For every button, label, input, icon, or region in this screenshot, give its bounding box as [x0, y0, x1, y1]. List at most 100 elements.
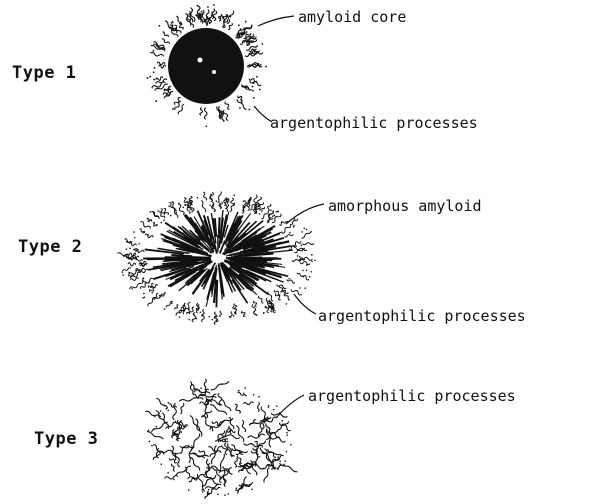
type-2-stipple-dot	[149, 211, 151, 213]
type-2-stipple-dot	[209, 316, 211, 318]
type-2-stipple-dot	[191, 200, 193, 202]
type-3-process-fibre	[205, 491, 209, 499]
type-3-process-fibre	[231, 445, 241, 453]
type-2-stipple-dot	[225, 198, 227, 200]
type-1-stipple-dot	[149, 76, 151, 78]
type-2-stipple-dot	[168, 205, 170, 207]
type-2-stipple-dot	[178, 202, 180, 204]
type-3-stipple-dot	[153, 428, 155, 430]
type-3-stipple-dot	[156, 426, 158, 428]
type-3-stipple-dot	[188, 489, 190, 491]
type-2-stipple-dot	[197, 309, 199, 311]
type-2-stipple-dot	[129, 248, 131, 250]
type-1-stipple-dot	[222, 16, 224, 18]
type-2-process-fibre	[142, 278, 154, 284]
type-2-process-fibre	[279, 221, 285, 225]
type-2-stipple-dot	[294, 218, 296, 220]
type-3-process-fibre	[169, 404, 176, 408]
type-3-process-fibre	[165, 476, 179, 480]
type-2-stipple-dot	[235, 312, 237, 314]
type-3-process-fibre	[235, 404, 240, 413]
type-3-stipple-dot	[236, 487, 238, 489]
type-3-process-fibre	[190, 457, 199, 470]
type-3-process-fibre	[157, 449, 160, 459]
type-3-stipple-dot	[243, 393, 245, 395]
type-3-process-fibre	[243, 402, 253, 405]
type-3-stipple-dot	[279, 460, 281, 462]
type-1-stipple-dot	[240, 28, 242, 30]
type-3-stipple-dot	[167, 410, 169, 412]
type-2-stipple-dot	[142, 278, 144, 280]
type-2-stipple-dot	[286, 303, 288, 305]
type-2-stipple-dot	[157, 210, 159, 212]
type-3-stipple-dot	[276, 405, 278, 407]
type-2-stipple-dot	[293, 226, 295, 228]
type-2-stipple-dot	[193, 314, 195, 316]
type-1-stipple-dot	[265, 66, 267, 68]
type-2-stipple-dot	[259, 209, 261, 211]
type-1-stipple-dot	[245, 21, 247, 23]
type-2-stipple-dot	[302, 249, 304, 251]
type-2-stipple-dot	[176, 212, 178, 214]
type-2-process-fibre	[234, 304, 237, 310]
type-1-stipple-dot	[171, 22, 173, 24]
type-3-process-fibre	[185, 467, 190, 476]
type-3-stipple-dot	[224, 494, 226, 496]
type-2-stipple-dot	[183, 310, 185, 312]
type-1-stipple-dot	[220, 17, 222, 19]
type-1-stipple-dot	[253, 97, 255, 99]
type-3-stipple-dot	[277, 468, 279, 470]
type-3-process-fibre	[166, 422, 176, 428]
type-3-stipple-dot	[273, 409, 275, 411]
type-2-process-fibre	[169, 203, 175, 211]
type-3-stipple-dot	[208, 493, 210, 495]
type-2-process-fibre	[231, 198, 234, 206]
type-3-stipple-dot	[194, 391, 196, 393]
type-3-process-fibre	[190, 382, 193, 394]
type-2-stipple-dot	[303, 227, 305, 229]
type-1-stipple-dot	[154, 67, 156, 69]
type-3-plaque-drawing	[145, 379, 297, 499]
type-1-stipple-dot	[191, 10, 193, 12]
type-2-stipple-dot	[254, 311, 256, 313]
type-3-stipple-dot	[168, 402, 170, 404]
type-3-stipple-dot	[201, 489, 203, 491]
leader-line-type-2-processes	[294, 294, 316, 314]
type-2-stipple-dot	[314, 260, 316, 262]
type-2-stipple-dot	[289, 232, 291, 234]
type-3-stipple-dot	[151, 445, 153, 447]
type-2-process-fibre	[241, 311, 245, 316]
type-2-stipple-dot	[299, 256, 301, 258]
type-3-process-fibre	[270, 437, 285, 442]
type-2-amyloid-stroke	[219, 217, 220, 238]
type-3-process-fibre	[248, 434, 265, 438]
type-3-stipple-dot	[160, 410, 162, 412]
type-3-stipple-dot	[268, 405, 270, 407]
type-2-stipple-dot	[187, 201, 189, 203]
type-3-stipple-dot	[208, 489, 210, 491]
type-3-process-fibre	[221, 435, 239, 439]
type-1-stipple-dot	[259, 89, 261, 91]
type-2-stipple-dot	[135, 270, 137, 272]
type-3-stipple-dot	[253, 394, 255, 396]
type-2-process-fibre	[231, 312, 233, 318]
type-2-process-fibre	[201, 200, 205, 212]
type-2-stipple-dot	[311, 261, 313, 263]
type-1-stipple-dot	[261, 43, 263, 45]
type-2-process-fibre	[272, 214, 281, 223]
type-2-stipple-dot	[138, 251, 140, 253]
type-3-stipple-dot	[238, 390, 240, 392]
type-3-stipple-dot	[173, 479, 175, 481]
type-2-stipple-dot	[126, 241, 128, 243]
type-3-stipple-dot	[244, 387, 246, 389]
type-2-process-fibre	[293, 241, 301, 246]
type-3-process-fibre	[221, 399, 231, 411]
type-1-stipple-dot	[248, 109, 250, 111]
type-1-stipple-dot	[238, 24, 240, 26]
type-3-stipple-dot	[149, 441, 151, 443]
type-3-stipple-dot	[200, 387, 202, 389]
type-1-stipple-dot	[254, 51, 256, 53]
type-2-stipple-dot	[170, 215, 172, 217]
type-3-process-fibre	[180, 403, 183, 414]
